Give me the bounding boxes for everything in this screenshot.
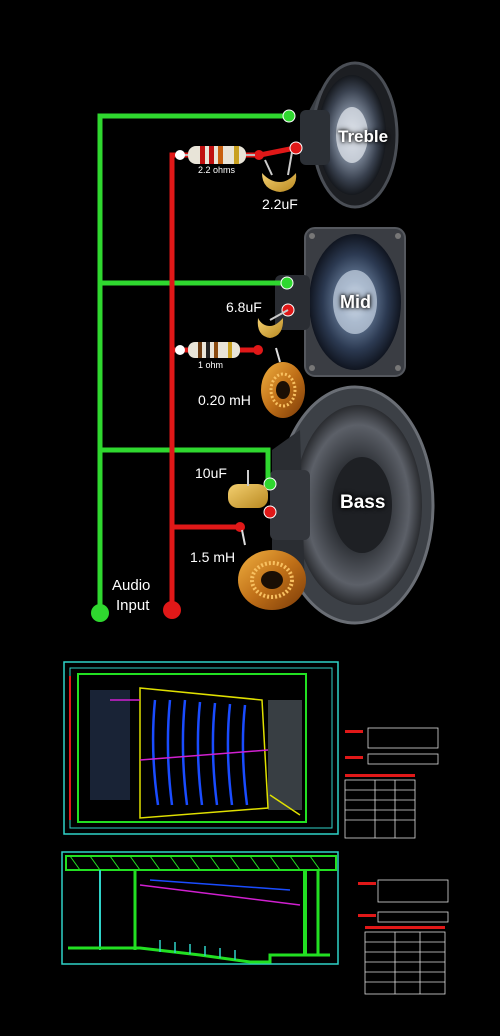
bass-capacitor [228,470,268,508]
mid-label: Mid [340,292,371,312]
mid-resistor-label: 1 ohm [198,360,224,370]
negative-wires [97,113,293,616]
treble-capacitor [262,151,297,192]
audio-input-label-line1: Audio [112,577,151,594]
mid-capacitor [257,309,289,338]
input-positive-terminal [163,601,181,619]
treble-speaker [300,61,399,209]
treble-resistor [175,146,255,164]
mid-inductor [261,347,305,418]
terminals [235,109,303,532]
mid-capacitor-label: 6.8uF [226,299,262,315]
input-negative-terminal [91,604,109,622]
bass-inductor-label: 1.5 mH [190,549,236,565]
mid-inductor-label: 0.20 mH [198,392,251,408]
mid-speaker [275,227,406,377]
treble-capacitor-label: 2.2uF [262,196,298,212]
negative-bass [97,447,271,483]
bass-label: Bass [340,492,386,513]
audio-input-label-line2: Input [116,597,150,614]
mid-resistor [175,342,240,358]
cad-section-view [61,851,449,995]
positive-treble [257,145,298,158]
cad-plan-view [63,661,439,839]
bass-inductor [238,529,306,610]
bass-capacitor-label: 10uF [195,465,227,481]
treble-label: Treble [338,127,389,146]
bass-speaker [270,385,435,625]
negative-bus [97,113,293,616]
positive-bus [169,152,263,613]
treble-resistor-label: 2.2 ohms [198,165,236,175]
